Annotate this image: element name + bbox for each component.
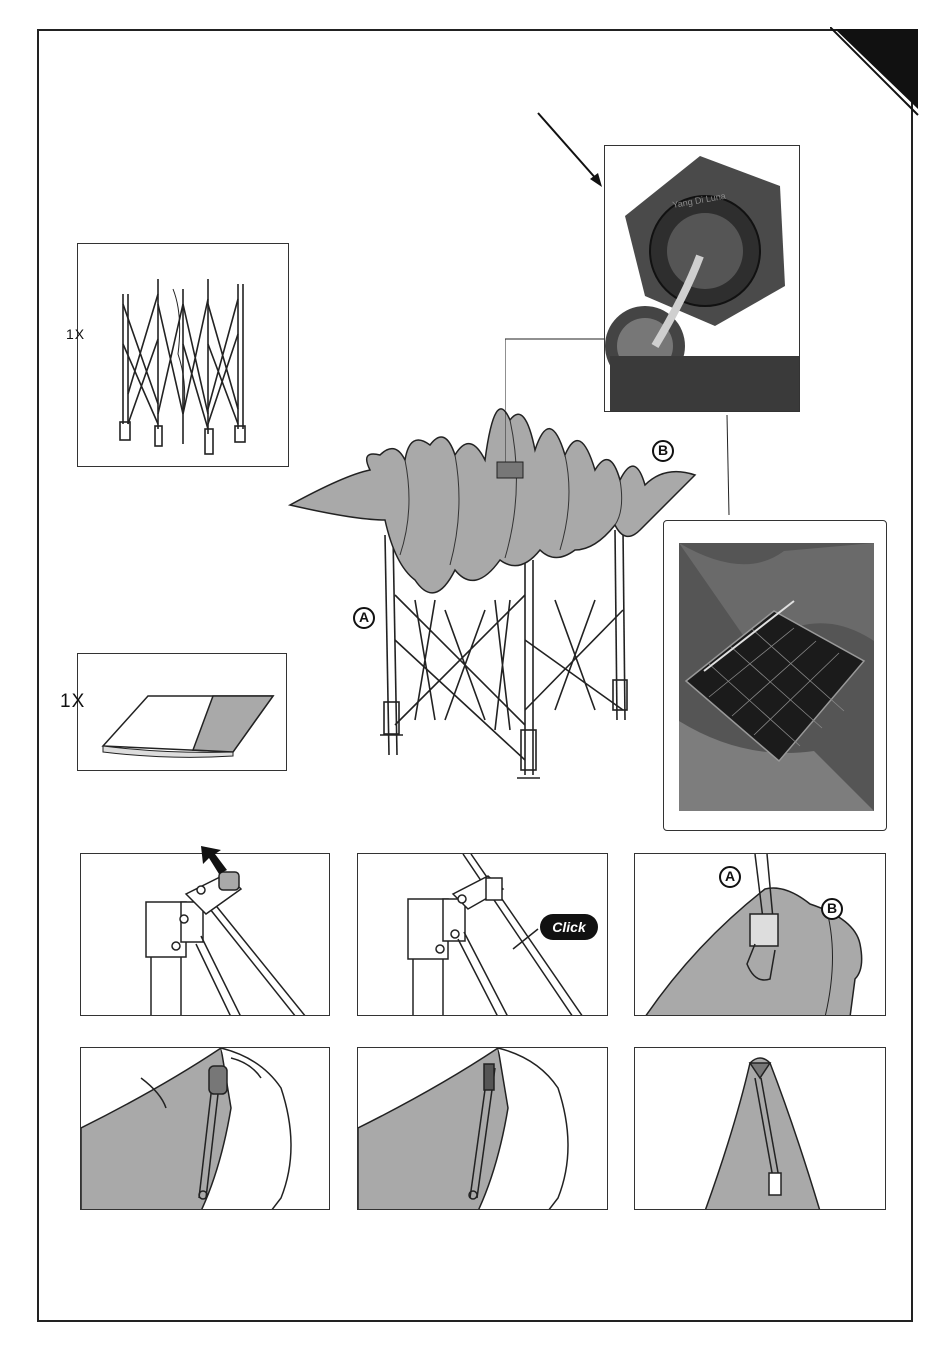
step-6-illustration — [635, 1048, 886, 1210]
step-panel-4 — [80, 1047, 330, 1210]
canopy-quantity: 1X — [60, 691, 85, 713]
lamp-connector-photo: Yang Di Luna — [604, 145, 800, 412]
lamp-photo-drawing: Yang Di Luna — [605, 146, 800, 412]
step-1-illustration — [81, 854, 330, 1016]
parts-canopy-panel — [77, 653, 287, 771]
solar-panel-photo — [663, 520, 887, 831]
label-b-step: B — [821, 898, 843, 920]
step-panel-6 — [634, 1047, 886, 1210]
folded-canopy-illustration — [78, 654, 287, 771]
click-sound-bubble: Click — [540, 914, 598, 940]
solar-panel-drawing — [664, 521, 887, 831]
pointer-arrow — [530, 105, 610, 195]
parts-frame-panel — [77, 243, 289, 467]
step-3-illustration — [635, 854, 886, 1016]
step-5-illustration — [358, 1048, 608, 1210]
up-arrow-icon — [193, 838, 233, 878]
label-a-main: A — [353, 607, 375, 629]
step-panel-3 — [634, 853, 886, 1016]
folded-frame-illustration — [78, 244, 289, 467]
label-b-main: B — [652, 440, 674, 462]
frame-quantity: 1X — [66, 326, 85, 342]
label-a-step: A — [719, 866, 741, 888]
step-panel-5 — [357, 1047, 608, 1210]
step-4-illustration — [81, 1048, 330, 1210]
corner-tab-marker — [830, 27, 920, 117]
